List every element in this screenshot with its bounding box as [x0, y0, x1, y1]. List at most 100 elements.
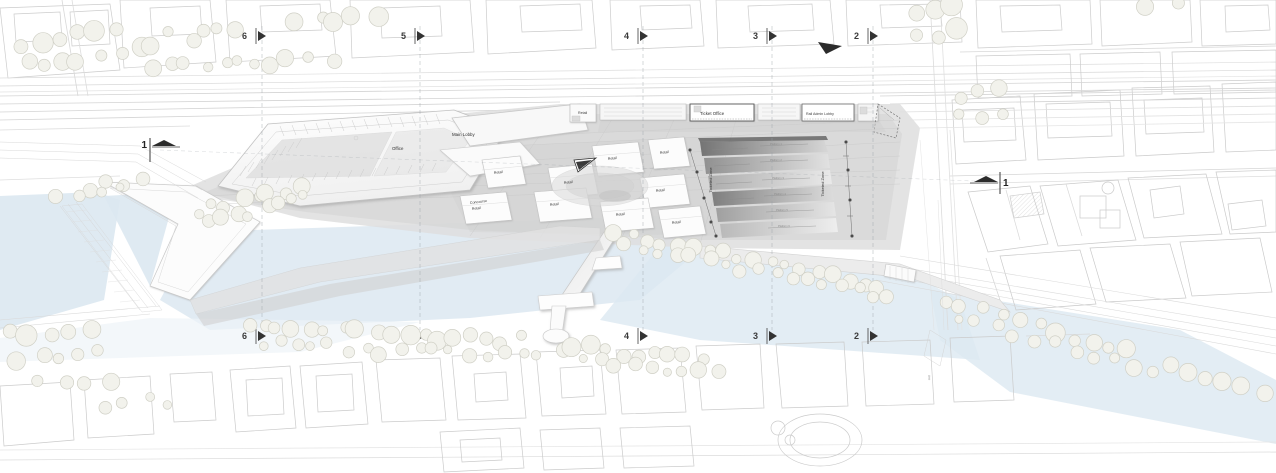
- tree-icon: [175, 56, 190, 70]
- central-courtyard: [551, 165, 649, 207]
- platform-annotations: [711, 143, 817, 229]
- tree-icon: [305, 341, 315, 351]
- tree-icon: [344, 319, 364, 339]
- tree-icon: [1102, 341, 1115, 354]
- grid-marker-4-bottom[interactable]: 4: [624, 328, 648, 344]
- tree-icon: [779, 259, 789, 270]
- tree-icon: [954, 314, 964, 324]
- tree-icon: [581, 334, 601, 355]
- tree-icon: [1085, 334, 1103, 352]
- zone-text-labels: Ticketed Zone Ticketed Zone: [708, 167, 825, 197]
- grid-lines: [159, 26, 1001, 330]
- tree-icon: [815, 279, 827, 290]
- section-marker-1-left[interactable]: 1: [141, 138, 180, 162]
- grid-marker-2-bottom[interactable]: 2: [854, 328, 878, 344]
- tree-icon: [281, 320, 300, 338]
- tree-icon: [1256, 384, 1274, 402]
- grid-marker-6-top[interactable]: 6: [242, 28, 266, 44]
- tree-icon: [203, 62, 214, 73]
- svg-text:Retail: Retail: [660, 150, 670, 155]
- tree-icon: [342, 346, 355, 359]
- misc-annotations: sect: [919, 139, 947, 380]
- svg-text:Retail: Retail: [564, 180, 574, 185]
- tree-icon: [36, 347, 53, 364]
- svg-text:Platform 3: Platform 3: [772, 176, 784, 180]
- svg-text:Retail: Retail: [578, 111, 587, 115]
- grid-marker-2-top[interactable]: 2: [854, 28, 878, 44]
- tree-icon: [530, 350, 542, 361]
- tree-icon: [6, 351, 26, 371]
- tree-canopies: [2, 0, 1274, 415]
- svg-text:Platform 4: Platform 4: [774, 192, 786, 196]
- tree-icon: [1012, 312, 1029, 328]
- tree-icon: [116, 47, 129, 60]
- svg-text:Platform 6: Platform 6: [778, 224, 790, 228]
- tree-icon: [210, 22, 223, 35]
- grid-marker-6-bottom[interactable]: 6: [242, 328, 266, 344]
- tree-icon: [144, 59, 162, 78]
- tree-icon: [96, 186, 107, 198]
- tree-icon: [628, 356, 643, 372]
- tree-icon: [21, 53, 38, 70]
- tree-icon: [48, 188, 63, 204]
- tree-icon: [368, 6, 389, 27]
- tree-icon: [140, 36, 160, 56]
- dimension-chain-left: [688, 148, 718, 238]
- tree-icon: [60, 324, 77, 340]
- tree-icon: [109, 22, 124, 37]
- tree-icon: [303, 321, 321, 338]
- tree-icon: [931, 30, 946, 45]
- tree-icon: [400, 325, 421, 346]
- tree-icon: [275, 334, 288, 347]
- grid-marker-4-top[interactable]: 4: [624, 28, 648, 44]
- tree-icon: [638, 245, 649, 256]
- grid-marker-3-top[interactable]: 3: [753, 28, 777, 44]
- svg-text:3: 3: [753, 331, 758, 341]
- tree-icon: [15, 324, 38, 347]
- section-marker-1-right[interactable]: 1: [970, 172, 1009, 194]
- svg-text:Retail: Retail: [608, 156, 618, 161]
- tree-icon: [462, 327, 478, 343]
- svg-text:Ticketed Zone: Ticketed Zone: [820, 171, 825, 197]
- tree-icon: [249, 58, 260, 70]
- tree-icon: [327, 53, 343, 69]
- platform-bands: [698, 136, 838, 238]
- tree-icon: [866, 291, 880, 304]
- tree-icon: [1049, 335, 1062, 348]
- tree-icon: [675, 365, 688, 378]
- tree-icon: [83, 20, 105, 42]
- program-text-labels: Retail Ticket Office Rail Admin Lobby Of…: [392, 111, 834, 225]
- svg-text:5: 5: [401, 31, 406, 41]
- tree-icon: [940, 0, 963, 17]
- tree-icon: [258, 341, 269, 351]
- tree-icon: [645, 360, 660, 374]
- grid-marker-3-bottom[interactable]: 3: [753, 328, 777, 344]
- tree-icon: [908, 4, 926, 22]
- tree-icon: [992, 318, 1005, 332]
- tree-icon: [578, 354, 588, 363]
- tree-icon: [115, 397, 128, 409]
- tree-icon: [162, 400, 173, 410]
- tree-icon: [194, 209, 205, 220]
- dimension-chain-right: [843, 140, 854, 238]
- grid-marker-5-top[interactable]: 5: [401, 28, 425, 44]
- tree-icon: [382, 325, 401, 344]
- svg-text:6: 6: [242, 331, 247, 341]
- tree-icon: [1116, 339, 1136, 359]
- road-network: [0, 0, 1276, 331]
- urban-fabric-north: [0, 0, 1276, 99]
- svg-text:Retail: Retail: [656, 188, 666, 193]
- tree-icon: [1178, 363, 1198, 382]
- tree-icon: [605, 358, 622, 374]
- causeway-hatch: [61, 203, 163, 313]
- tree-icon: [76, 376, 92, 391]
- tree-icon: [231, 55, 243, 66]
- tree-icon: [1212, 371, 1232, 391]
- tree-icon: [970, 84, 985, 98]
- grid-markers-top[interactable]: 6 5 4 3 2: [242, 28, 878, 44]
- tree-icon: [519, 348, 530, 359]
- tree-icon: [135, 171, 151, 187]
- tree-icon: [945, 17, 968, 40]
- tree-icon: [1035, 317, 1048, 330]
- tree-icon: [1146, 365, 1159, 379]
